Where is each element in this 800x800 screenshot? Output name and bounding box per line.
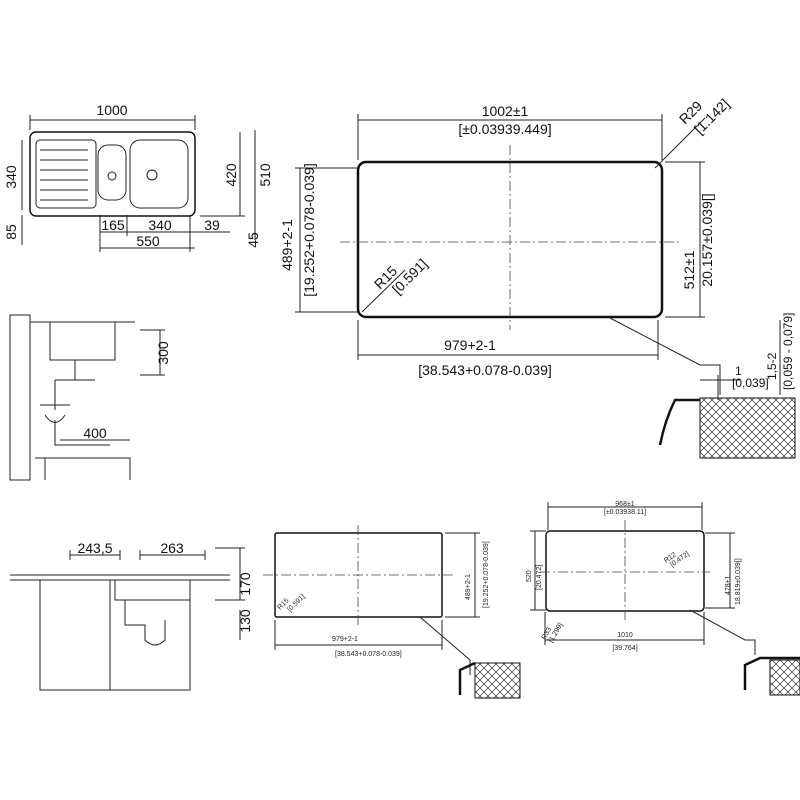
depth: 1,5-2 (765, 352, 779, 380)
dim-bottom: 1010 (617, 632, 633, 639)
cutout-3: 968±1 [±0.03938.11] 520 [20.472] R12 [0.… (526, 501, 800, 696)
gap: 1 (735, 364, 742, 378)
dim-bottom-in: [38.543+0.078-0.039] (418, 362, 552, 378)
dim-right: 478±1 (725, 575, 732, 595)
dim-top-in: [±0.03939.449] (458, 121, 551, 137)
dim-right-in: 20.157±0.039[] (699, 193, 715, 286)
main-cutout: 1002±1 [±0.03939.449] R29 [1.142] 489+2-… (279, 96, 796, 459)
dim-h2: 130 (237, 609, 253, 633)
dim-bottom-a: 165 (101, 217, 125, 233)
gap-in: [0,039] (732, 376, 769, 390)
cutout-2: 489+2-1 [19.252+0.078-0.039] R15 [0.591]… (263, 525, 521, 699)
dim-bottom-in: [39.764] (612, 645, 637, 652)
dim-top-in: [±0.03938.11] (604, 509, 646, 516)
dim-bottom: 979+2-1 (332, 636, 358, 643)
worktop-detail: 1 [0,039] 1,5-2 [0,059 - 0,079] (658, 313, 796, 459)
dim-right-in: 18.819±0.039[] (735, 558, 742, 605)
dim-bottom-in: [38.543+0.078-0.039] (335, 651, 402, 658)
dim-top: 968±1 (615, 501, 635, 508)
dim-left-in: [20.472] (536, 565, 543, 590)
dim-right: 489+2-1 (465, 574, 472, 600)
drainer-grooves (35, 139, 97, 209)
dim-bottom: 979+2-1 (444, 337, 496, 353)
dim-left: 489+2-1 (279, 219, 295, 271)
dim-bottom-b: 340 (148, 217, 172, 233)
dim-left-a: 340 (3, 165, 19, 189)
dim-b: 263 (160, 540, 184, 556)
dim-right-in: [19.252+0.078-0.039] (483, 541, 490, 608)
radius-in: [0.591] (286, 593, 306, 613)
dim-a: 243,5 (77, 540, 112, 556)
side-view: 300 400 (9, 314, 171, 481)
dim-top: 1002±1 (482, 103, 529, 119)
dim-right-b: 510 (257, 163, 273, 187)
dim-depth: 400 (83, 425, 107, 441)
dim-left-b: 85 (3, 224, 19, 240)
dim-left-in: [19.252+0.078-0.039] (301, 163, 317, 297)
dim-bottom-c: 550 (136, 233, 160, 249)
dim-right-d: 45 (245, 232, 261, 248)
front-view: 243,5 263 170 130 (10, 540, 253, 691)
dim-width: 1000 (96, 102, 127, 118)
dim-right: 512±1 (681, 250, 697, 289)
main-bowl (129, 139, 189, 209)
dim-right-a: 420 (223, 163, 239, 187)
dim-left: 520 (526, 570, 533, 582)
dim-h1: 170 (237, 572, 253, 596)
small-bowl (97, 144, 127, 201)
dim-right-c: 39 (204, 217, 220, 233)
dim-height: 300 (155, 341, 171, 365)
depth-in: [0,059 - 0,079] (781, 313, 795, 390)
plan-view: 1000 340 85 420 510 45 39 165 340 550 (3, 102, 273, 252)
